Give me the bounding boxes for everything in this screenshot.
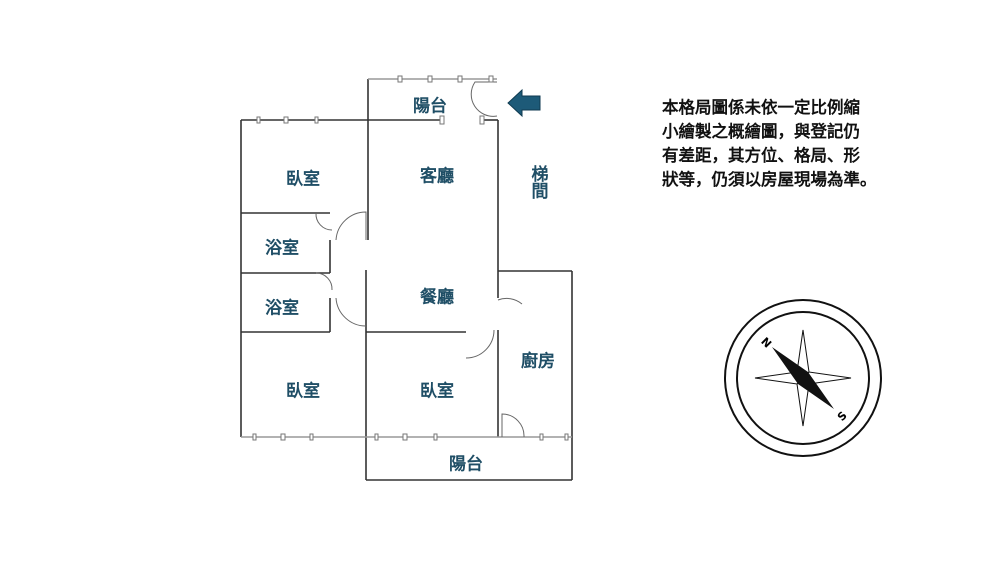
- entrance-arrow-icon: [507, 88, 541, 118]
- room-living: 客廳: [420, 166, 454, 187]
- compass-north: N: [758, 335, 774, 351]
- room-dining: 餐廳: [420, 287, 454, 308]
- walls: [240, 78, 573, 481]
- door-swings: [315, 81, 525, 438]
- window-marks: [252, 75, 569, 441]
- room-bathroom-1: 浴室: [265, 238, 299, 259]
- note-line: 小繪製之概繪圖，與登記仍: [662, 122, 860, 141]
- compass-icon: N S: [724, 299, 882, 457]
- note-line: 有差距，其方位、格局、形: [662, 146, 860, 165]
- room-balcony-bottom: 陽台: [449, 454, 483, 475]
- room-kitchen: 廚房: [521, 351, 555, 372]
- room-bathroom-2: 浴室: [265, 298, 299, 319]
- note-line: 狀等，仍須以房屋現場為準。: [662, 170, 877, 189]
- room-balcony-top: 陽台: [413, 96, 447, 117]
- room-bedroom-s: 臥室: [420, 381, 454, 402]
- note-line: 本格局圖係未依一定比例縮: [662, 98, 860, 117]
- compass-south: S: [835, 409, 850, 424]
- room-bedroom-nw: 臥室: [286, 169, 320, 190]
- room-bedroom-sw: 臥室: [286, 381, 320, 402]
- disclaimer-note: 本格局圖係未依一定比例縮 小繪製之概繪圖，與登記仍 有差距，其方位、格局、形 狀…: [662, 96, 912, 192]
- room-stairwell: 梯間: [527, 165, 548, 199]
